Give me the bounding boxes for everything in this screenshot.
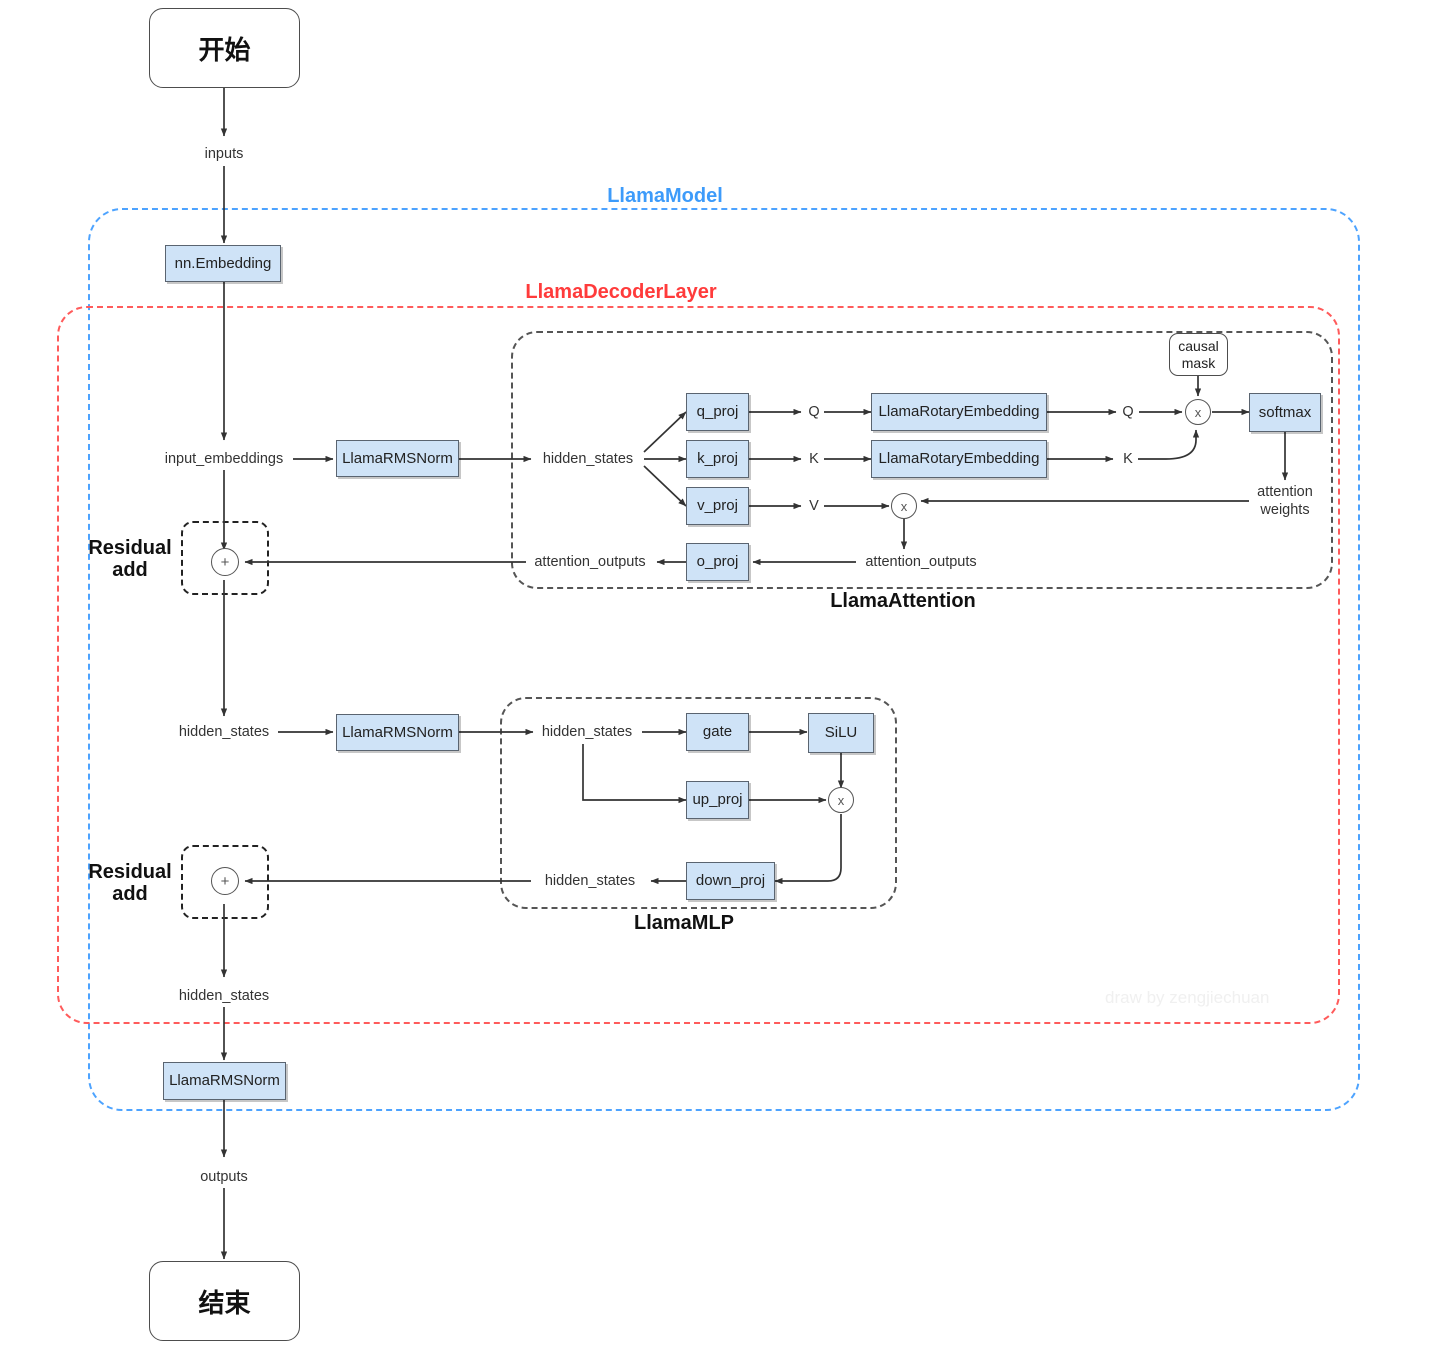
edge-label-q-rotated: Q — [1122, 404, 1134, 420]
node-rmsnorm-final[interactable]: LlamaRMSNorm — [163, 1062, 286, 1100]
edge-label-outputs: outputs — [200, 1169, 248, 1185]
node-softmax[interactable]: softmax — [1249, 393, 1321, 432]
edge-label-k-rotated: K — [1123, 451, 1133, 467]
operator-mlp-multiply[interactable]: x — [828, 787, 854, 813]
node-rotary-embedding-k[interactable]: LlamaRotaryEmbedding — [871, 440, 1047, 478]
node-v-proj[interactable]: v_proj — [686, 487, 749, 525]
node-causal-mask[interactable]: causal mask — [1169, 333, 1228, 376]
node-rotary-embedding-q[interactable]: LlamaRotaryEmbedding — [871, 393, 1047, 431]
group-residual-add-1 — [181, 521, 269, 595]
watermark: draw by zengjiechuan — [1105, 988, 1270, 1007]
edge-label-hidden-states-attn: hidden_states — [542, 451, 634, 467]
edge-label-hidden-states-mlp-in: hidden_states — [541, 724, 633, 740]
edge-label-k: K — [809, 451, 819, 467]
node-nn-embedding[interactable]: nn.Embedding — [165, 245, 281, 282]
node-o-proj[interactable]: o_proj — [686, 543, 749, 581]
edge-label-v: V — [809, 498, 819, 514]
edge-label-attention-weights-line-1: attention — [1257, 484, 1313, 500]
edge-label-q: Q — [808, 404, 820, 420]
group-llama-model — [88, 208, 1360, 1111]
group-llama-decoder-layer — [57, 306, 1340, 1024]
terminal-start[interactable]: 开始 — [149, 8, 300, 88]
group-llama-decoder-layer-title: LlamaDecoderLayer — [525, 281, 717, 303]
group-llama-mlp-title: LlamaMLP — [633, 912, 735, 934]
edge-label-hidden-states-out: hidden_states — [178, 988, 270, 1004]
edge-label-hidden-states-mlp-out: hidden_states — [544, 873, 636, 889]
edge-label-input-embeddings: input_embeddings — [164, 451, 284, 467]
edge-label-attention-outputs-outer: attention_outputs — [534, 554, 646, 570]
group-llama-attention-title: LlamaAttention — [830, 590, 976, 612]
node-up-proj[interactable]: up_proj — [686, 781, 749, 819]
edge-label-hidden-states-mid: hidden_states — [178, 724, 270, 740]
node-silu[interactable]: SiLU — [808, 713, 874, 753]
edge-label-attention-weights-line-2: weights — [1260, 502, 1310, 518]
causal-mask-line-1: causal — [1178, 338, 1219, 355]
operator-qk-matmul[interactable]: x — [1185, 399, 1211, 425]
node-q-proj[interactable]: q_proj — [686, 393, 749, 431]
node-down-proj[interactable]: down_proj — [686, 862, 775, 900]
group-llama-model-title: LlamaModel — [607, 185, 723, 207]
operator-av-matmul[interactable]: x — [891, 493, 917, 519]
operator-residual-plus-2[interactable]: + — [211, 867, 239, 895]
operator-residual-plus-1[interactable]: + — [211, 548, 239, 576]
group-llama-attention — [511, 331, 1333, 589]
terminal-end[interactable]: 结束 — [149, 1261, 300, 1341]
group-llama-mlp — [500, 697, 897, 909]
node-rmsnorm-attention[interactable]: LlamaRMSNorm — [336, 440, 459, 477]
group-residual-add-2 — [181, 845, 269, 919]
edge-label-inputs: inputs — [204, 146, 244, 162]
edge-label-attention-outputs-inner: attention_outputs — [865, 554, 977, 570]
node-k-proj[interactable]: k_proj — [686, 440, 749, 478]
node-rmsnorm-mlp[interactable]: LlamaRMSNorm — [336, 714, 459, 751]
causal-mask-line-2: mask — [1181, 354, 1216, 371]
node-gate[interactable]: gate — [686, 713, 749, 751]
